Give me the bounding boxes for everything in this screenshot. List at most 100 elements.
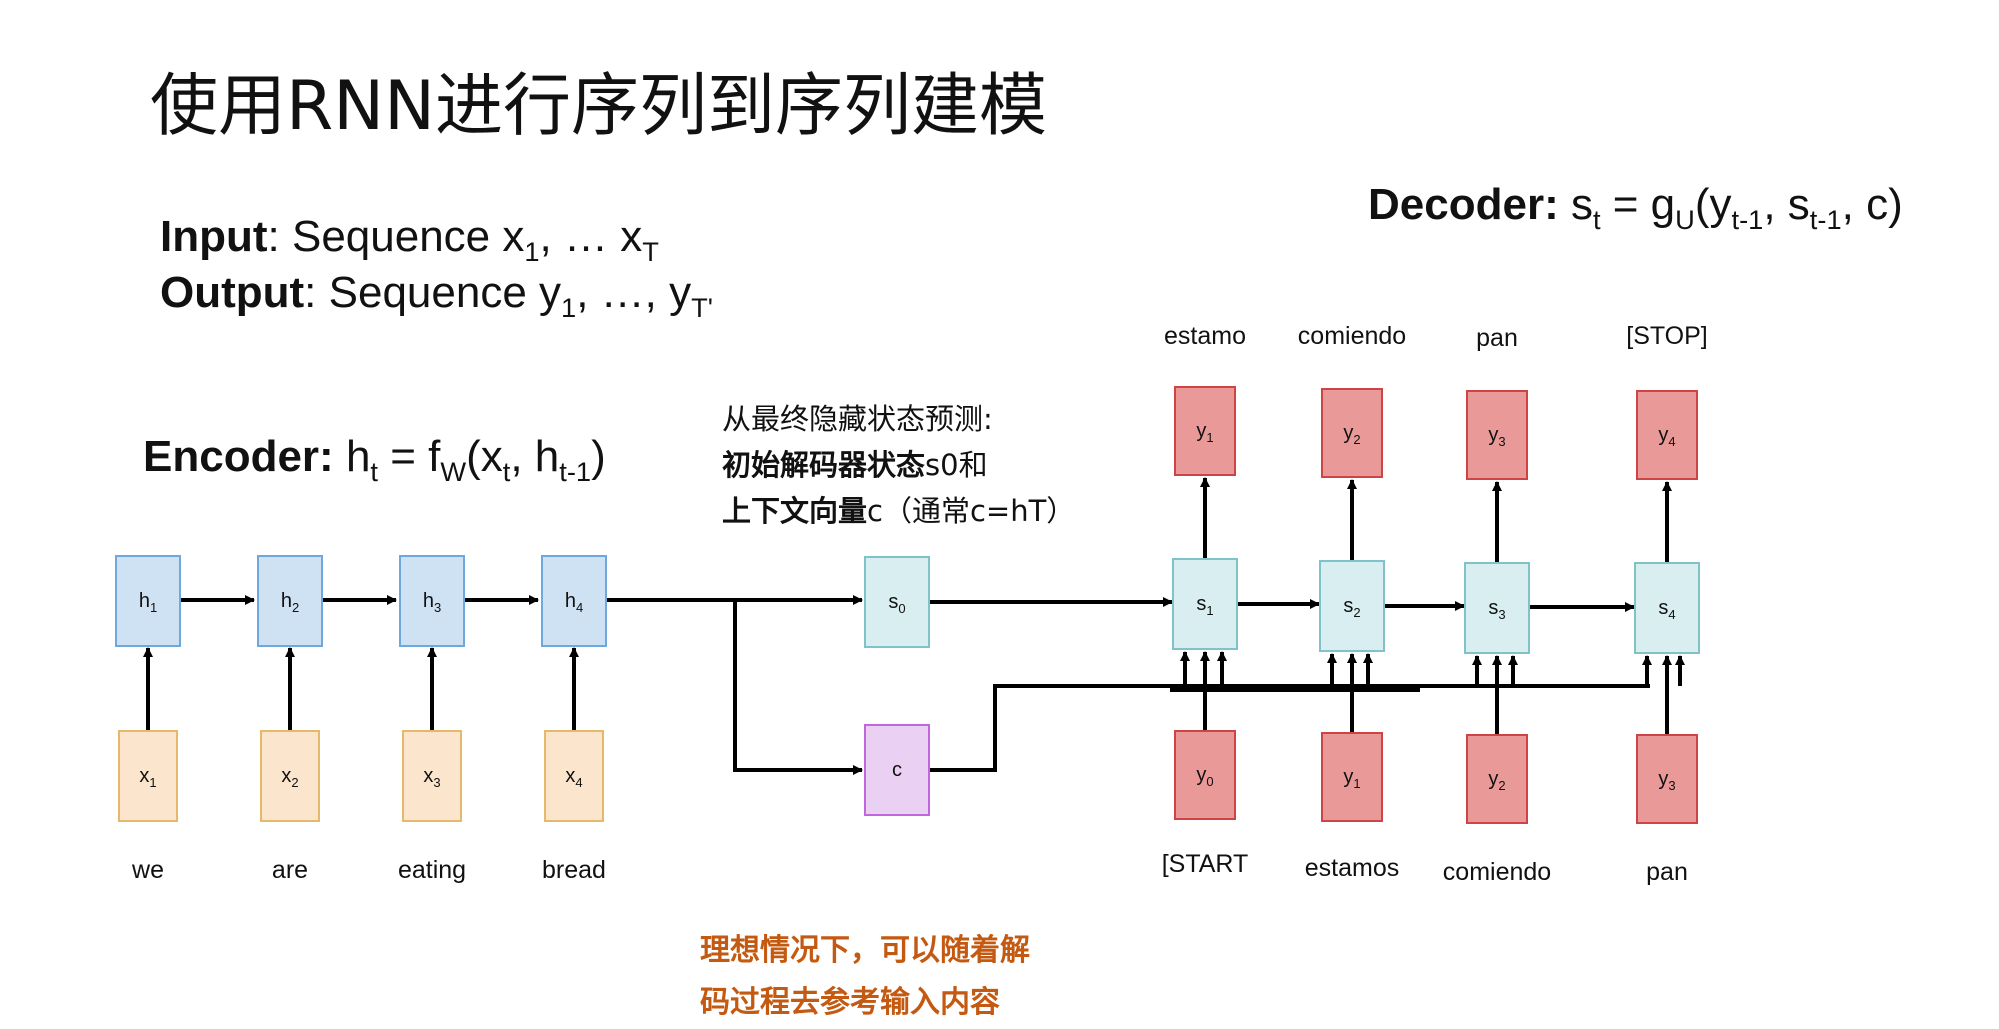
node-sub: 3: [433, 599, 442, 615]
page-title: 使用RNN进行序列到序列建模: [150, 67, 1047, 146]
formula-sub: U: [1675, 204, 1695, 236]
formula-part: , h: [510, 432, 560, 481]
node-sub: 2: [1353, 431, 1361, 447]
node-label: y: [1488, 423, 1499, 446]
context-vector-c: c: [864, 724, 930, 816]
node-sub: 1: [1353, 775, 1361, 791]
node-label: x: [423, 764, 434, 787]
node-label: h: [564, 589, 576, 612]
node-label: y: [1343, 421, 1354, 444]
node-sub: 2: [1353, 604, 1361, 620]
formula-part: (y: [1694, 180, 1732, 229]
output-sub: 1: [561, 292, 577, 324]
output-sub: T': [691, 292, 713, 324]
formula-part: , c): [1841, 180, 1903, 229]
node-label: h: [422, 589, 434, 612]
formula-part: s: [1558, 180, 1593, 229]
input-word: bread: [542, 856, 606, 884]
formula-part: ): [591, 432, 606, 481]
decoder-formula: Decoder: st = gU(yt-1, st-1, c): [1368, 180, 1903, 235]
output-word: comiendo: [1297, 322, 1407, 350]
node-sub: 3: [1498, 433, 1506, 449]
output-label: Output: [160, 268, 305, 317]
formula-part: = f: [378, 432, 441, 481]
node-label: x: [281, 764, 292, 787]
note-emphasis: 初始解码器状态: [722, 448, 926, 482]
note-text: c（通常c=hT）: [867, 494, 1076, 528]
input-description: Input: Sequence x1, … xT: [160, 212, 659, 267]
formula-part: = g: [1600, 180, 1676, 229]
node-label: y: [1488, 767, 1499, 790]
node-sub: 1: [1206, 429, 1214, 445]
decoder-label: Decoder:: [1368, 180, 1559, 229]
note-line: 上下文向量c（通常c=hT）: [722, 488, 1075, 534]
context-bus: [930, 684, 1650, 772]
node-sub: 4: [1668, 606, 1676, 622]
encoder-label: Encoder:: [143, 432, 334, 481]
node-sub: 1: [149, 774, 157, 790]
node-sub: 2: [291, 774, 299, 790]
note-line: 从最终隐藏状态预测:: [722, 402, 993, 436]
node-label: h: [280, 589, 292, 612]
node-label: c: [892, 758, 902, 781]
node-sub: 3: [1498, 606, 1506, 622]
formula-sub: t: [502, 456, 511, 488]
note-emphasis: 上下文向量: [722, 494, 868, 528]
formula-part: (x: [466, 432, 503, 481]
decoder-input-word: comiendo: [1442, 858, 1552, 886]
node-sub: 1: [1206, 602, 1214, 618]
node-sub: 3: [1668, 777, 1676, 793]
output-text: : Sequence y: [304, 268, 562, 317]
decoder-input-word: [START: [1161, 850, 1249, 878]
formula-sub: t-1: [1809, 204, 1842, 236]
node-sub: 3: [433, 774, 441, 790]
node-sub: 2: [291, 599, 300, 615]
input-mid: , … x: [539, 212, 643, 261]
note-line: 初始解码器状态s0和: [722, 442, 1075, 488]
ideal-line: 理想情况下，可以随着解: [700, 933, 1030, 968]
input-word: are: [271, 856, 309, 884]
decoder-input-word: estamos: [1304, 854, 1400, 882]
input-text: : Sequence x: [267, 212, 525, 261]
node-label: s: [1488, 596, 1499, 619]
ideal-line: 码过程去参考输入内容: [700, 985, 1000, 1020]
input-word: we: [132, 856, 164, 884]
node-sub: 1: [149, 599, 158, 615]
ideal-note: 理想情况下，可以随着解 码过程去参考输入内容: [700, 925, 1030, 1029]
node-label: x: [565, 764, 576, 787]
node-label: s: [888, 590, 899, 613]
formula-sub: W: [440, 456, 467, 488]
note-text: s0和: [925, 448, 988, 482]
node-sub: 4: [575, 599, 584, 615]
node-label: s: [1196, 592, 1207, 615]
node-label: y: [1196, 763, 1207, 786]
formula-sub: t: [370, 456, 378, 488]
formula-sub: t-1: [559, 456, 592, 488]
arrow-h4-c: [733, 600, 863, 775]
input-word: eating: [397, 856, 467, 884]
formula-sub: t-1: [1731, 204, 1764, 236]
output-description: Output: Sequence y1, …, yT': [160, 268, 713, 323]
node-sub: 4: [1668, 433, 1676, 449]
node-label: y: [1658, 767, 1669, 790]
